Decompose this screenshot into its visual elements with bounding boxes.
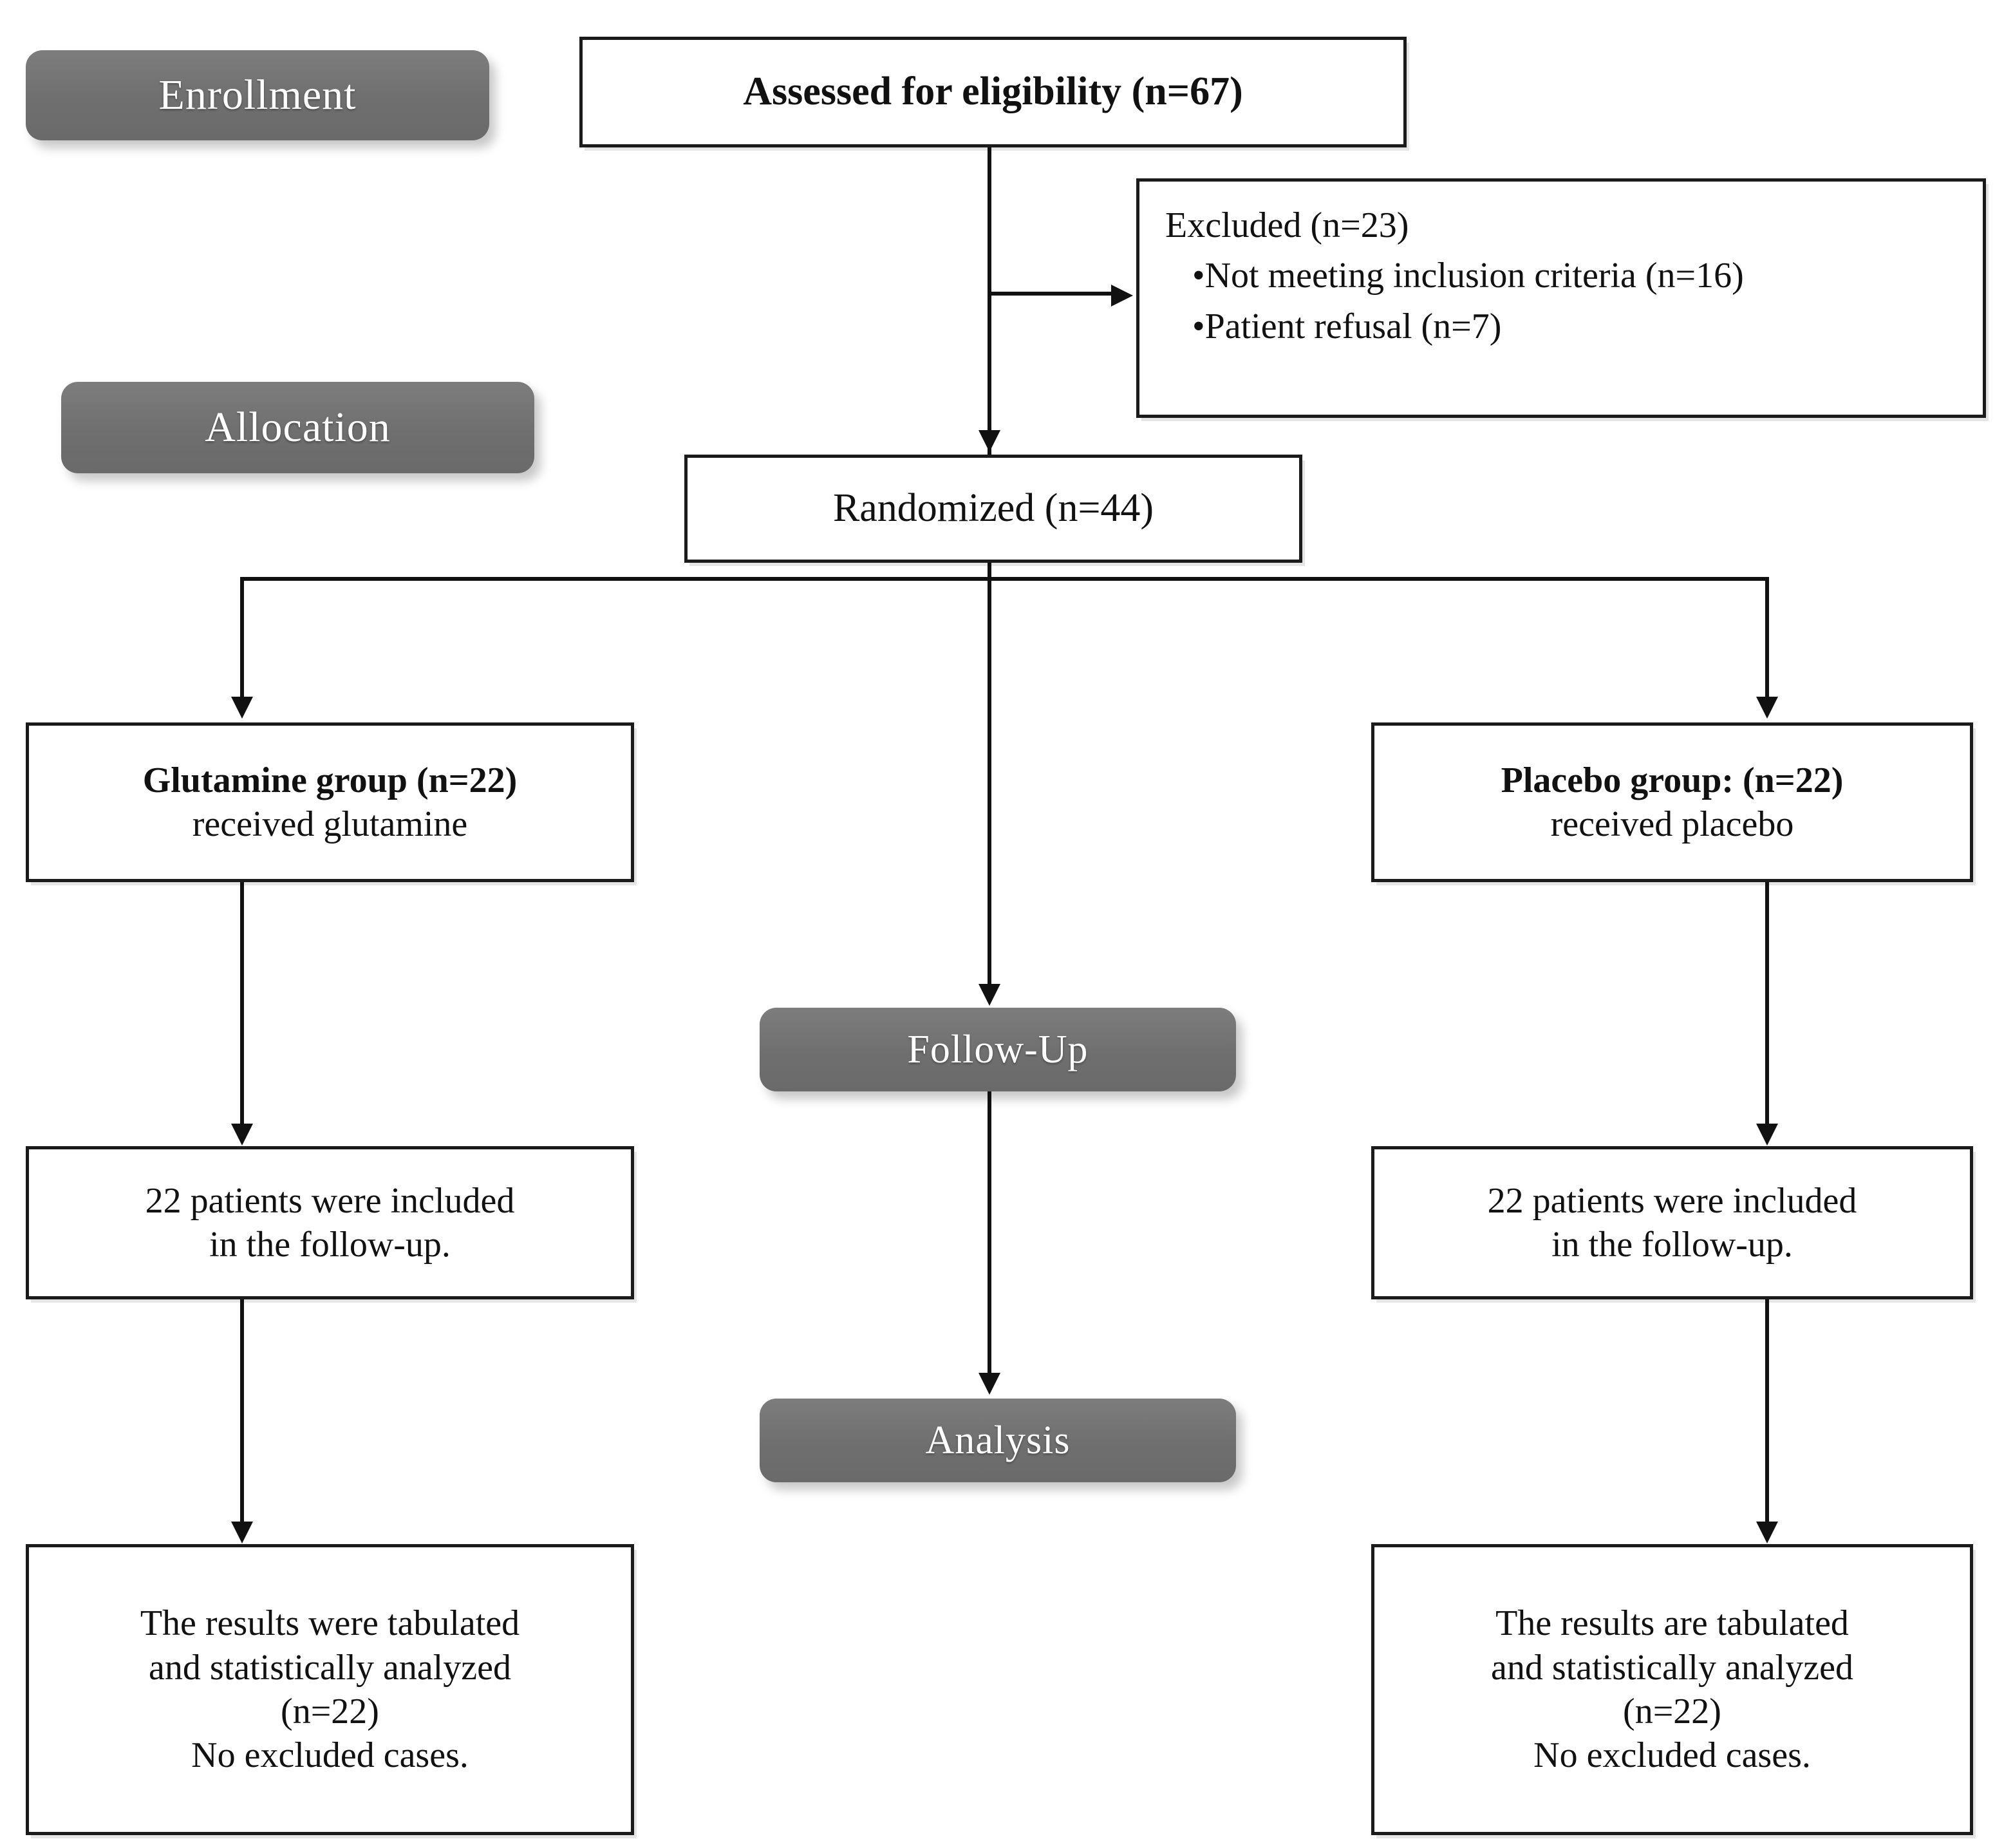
- arrowhead-followup-to-analysis: [979, 1373, 1000, 1395]
- box-placebo-followup-line-2: in the follow-up.: [1551, 1225, 1793, 1265]
- connector-glutamine-alloc-to-followup: [240, 882, 244, 1130]
- connector-glutamine-followup-to-analysis: [240, 1299, 244, 1528]
- connector-placebo-followup-to-analysis: [1765, 1299, 1769, 1528]
- connector-allocation-split-bar: [240, 577, 1769, 581]
- stage-banner-allocation-label: Allocation: [205, 404, 391, 451]
- box-placebo-analysis: The results are tabulated and statistica…: [1371, 1544, 1973, 1835]
- arrowhead-placebo-followup-to-analysis: [1756, 1522, 1778, 1543]
- box-excluded-bullet-1: •Not meeting inclusion criteria (n=16): [1192, 256, 1744, 296]
- arrowhead-to-excluded: [1111, 285, 1133, 306]
- box-placebo-analysis-line-1: The results are tabulated: [1495, 1603, 1849, 1644]
- box-glutamine-allocation-line-2: received glutamine: [192, 804, 468, 844]
- connector-assessed-stem: [988, 147, 991, 460]
- arrowhead-to-glutamine-group: [231, 697, 253, 719]
- box-glutamine-analysis: The results were tabulated and statistic…: [26, 1544, 634, 1835]
- stage-banner-allocation: Allocation: [61, 382, 534, 473]
- box-assessed-for-eligibility: Assessed for eligibility (n=67): [579, 37, 1407, 147]
- box-glutamine-analysis-line-3: (n=22): [281, 1692, 379, 1731]
- box-glutamine-followup: 22 patients were included in the follow-…: [26, 1146, 634, 1299]
- connector-to-placebo-group: [1765, 577, 1769, 702]
- connector-randomized-stem: [988, 563, 991, 581]
- box-glutamine-analysis-line-2: and statistically analyzed: [149, 1647, 511, 1688]
- box-randomized: Randomized (n=44): [684, 455, 1302, 563]
- box-placebo-allocation-line-2: received placebo: [1550, 804, 1794, 844]
- box-randomized-line-1: Randomized (n=44): [832, 486, 1154, 531]
- arrowhead-glutamine-alloc-to-followup: [231, 1124, 253, 1146]
- box-excluded-bullet-2: •Patient refusal (n=7): [1192, 306, 1502, 346]
- arrowhead-assessed-to-randomized: [979, 430, 1000, 452]
- box-placebo-analysis-line-3: (n=22): [1623, 1692, 1721, 1731]
- connector-to-glutamine-group: [240, 577, 244, 702]
- stage-banner-enrollment: Enrollment: [26, 50, 489, 140]
- box-placebo-analysis-line-4: No excluded cases.: [1533, 1735, 1811, 1776]
- box-glutamine-analysis-line-4: No excluded cases.: [191, 1735, 469, 1776]
- arrowhead-to-placebo-group: [1756, 697, 1778, 719]
- connector-followup-to-analysis: [988, 1091, 991, 1375]
- box-placebo-analysis-line-2: and statistically analyzed: [1491, 1647, 1853, 1688]
- arrowhead-glutamine-followup-to-analysis: [231, 1522, 253, 1543]
- connector-assessed-to-excluded: [988, 292, 1113, 296]
- box-placebo-allocation: Placebo group: (n=22) received placebo: [1371, 722, 1973, 882]
- box-glutamine-followup-line-2: in the follow-up.: [209, 1225, 451, 1265]
- box-glutamine-allocation: Glutamine group (n=22) received glutamin…: [26, 722, 634, 882]
- stage-banner-analysis: Analysis: [760, 1399, 1236, 1482]
- stage-banner-followup: Follow-Up: [760, 1008, 1236, 1091]
- stage-banner-analysis-label: Analysis: [925, 1418, 1071, 1462]
- box-excluded: Excluded (n=23) •Not meeting inclusion c…: [1136, 178, 1986, 418]
- box-glutamine-allocation-line-1: Glutamine group (n=22): [142, 760, 518, 800]
- arrowhead-center-to-followup: [979, 984, 1000, 1006]
- connector-placebo-alloc-to-followup: [1765, 882, 1769, 1130]
- connector-center-to-followup: [988, 577, 991, 989]
- stage-banner-followup-label: Follow-Up: [907, 1027, 1089, 1071]
- box-excluded-title: Excluded (n=23): [1165, 205, 1409, 245]
- arrowhead-placebo-alloc-to-followup: [1756, 1124, 1778, 1146]
- stage-banner-enrollment-label: Enrollment: [158, 71, 357, 118]
- box-placebo-allocation-line-1: Placebo group: (n=22): [1501, 760, 1844, 800]
- box-glutamine-analysis-line-1: The results were tabulated: [140, 1603, 520, 1644]
- box-placebo-followup-line-1: 22 patients were included: [1487, 1180, 1857, 1221]
- box-placebo-followup: 22 patients were included in the follow-…: [1371, 1146, 1973, 1299]
- box-assessed-line-1: Assessed for eligibility (n=67): [743, 70, 1243, 114]
- box-glutamine-followup-line-1: 22 patients were included: [145, 1180, 515, 1221]
